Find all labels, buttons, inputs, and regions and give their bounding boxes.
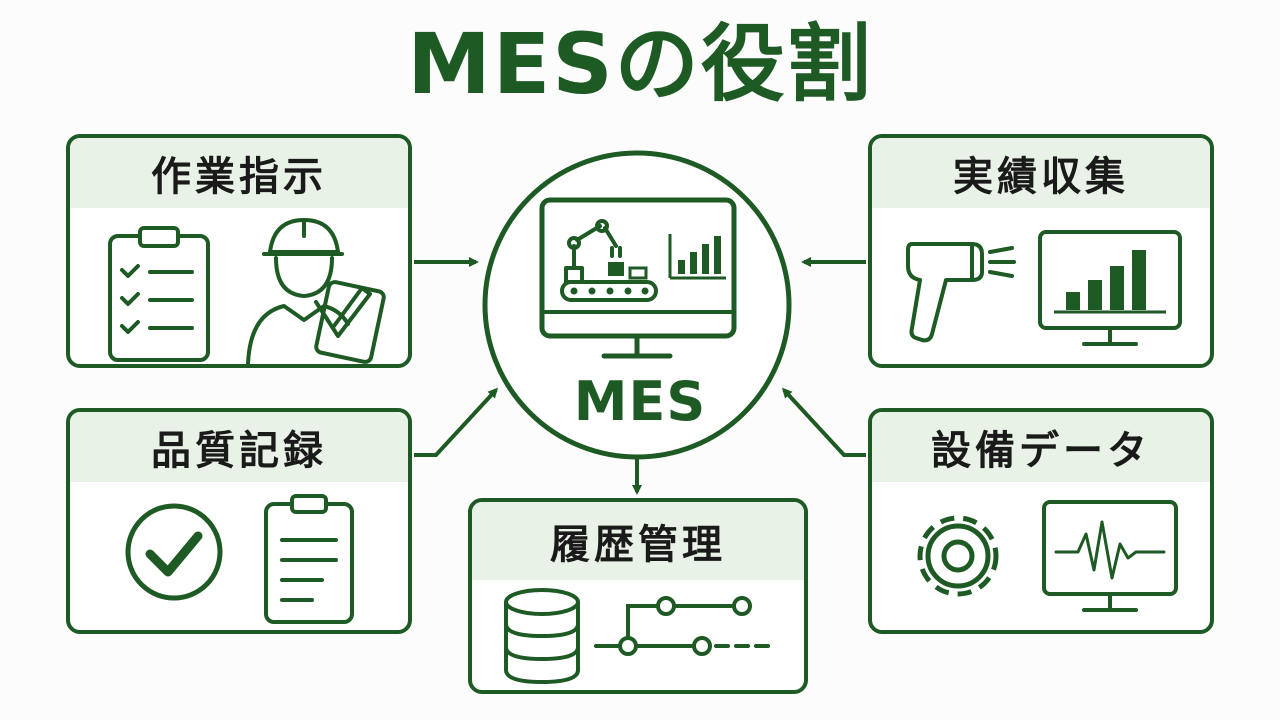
card-history-management: 履歴管理 [468, 498, 808, 694]
bar-chart-monitor-icon [1038, 230, 1182, 346]
card-quality-record-title: 品質記録 [70, 412, 408, 482]
card-work-instruction-icons [108, 218, 386, 364]
card-equipment-data-icons [917, 500, 1178, 612]
card-history-management-title: 履歴管理 [472, 502, 804, 580]
card-work-instruction-title: 作業指示 [70, 138, 408, 208]
card-quality-record-icons [125, 494, 354, 624]
card-quality-record: 品質記録 [66, 408, 412, 634]
card-results-collection: 実績収集 [868, 134, 1214, 368]
conveyor-icon [560, 262, 658, 302]
card-equipment-data: 設備データ [868, 408, 1214, 634]
card-work-instruction: 作業指示 [66, 134, 412, 368]
clipboard-checklist-icon [108, 226, 210, 362]
waveform-monitor-icon [1042, 500, 1178, 612]
card-results-collection-icons [906, 230, 1182, 346]
monitor-icon [539, 197, 737, 359]
card-results-collection-title: 実績収集 [872, 138, 1210, 208]
arrow-quality-to-mes [414, 387, 499, 457]
bar-chart-icon [668, 234, 726, 280]
barcode-scanner-icon [906, 242, 1016, 343]
mes-label: MES [573, 370, 707, 433]
mes-circle [482, 150, 792, 460]
clipboard-document-icon [264, 494, 354, 624]
page-title: MESの役割 [407, 15, 873, 113]
worker-with-tablet-icon [246, 218, 386, 364]
gear-icon [917, 515, 999, 597]
check-circle-icon [125, 503, 223, 601]
card-history-management-icons [504, 588, 770, 685]
card-equipment-data-title: 設備データ [872, 412, 1210, 482]
database-icon [504, 588, 580, 685]
timeline-icon [594, 596, 770, 656]
arrow-equipment-to-mes [781, 387, 866, 457]
